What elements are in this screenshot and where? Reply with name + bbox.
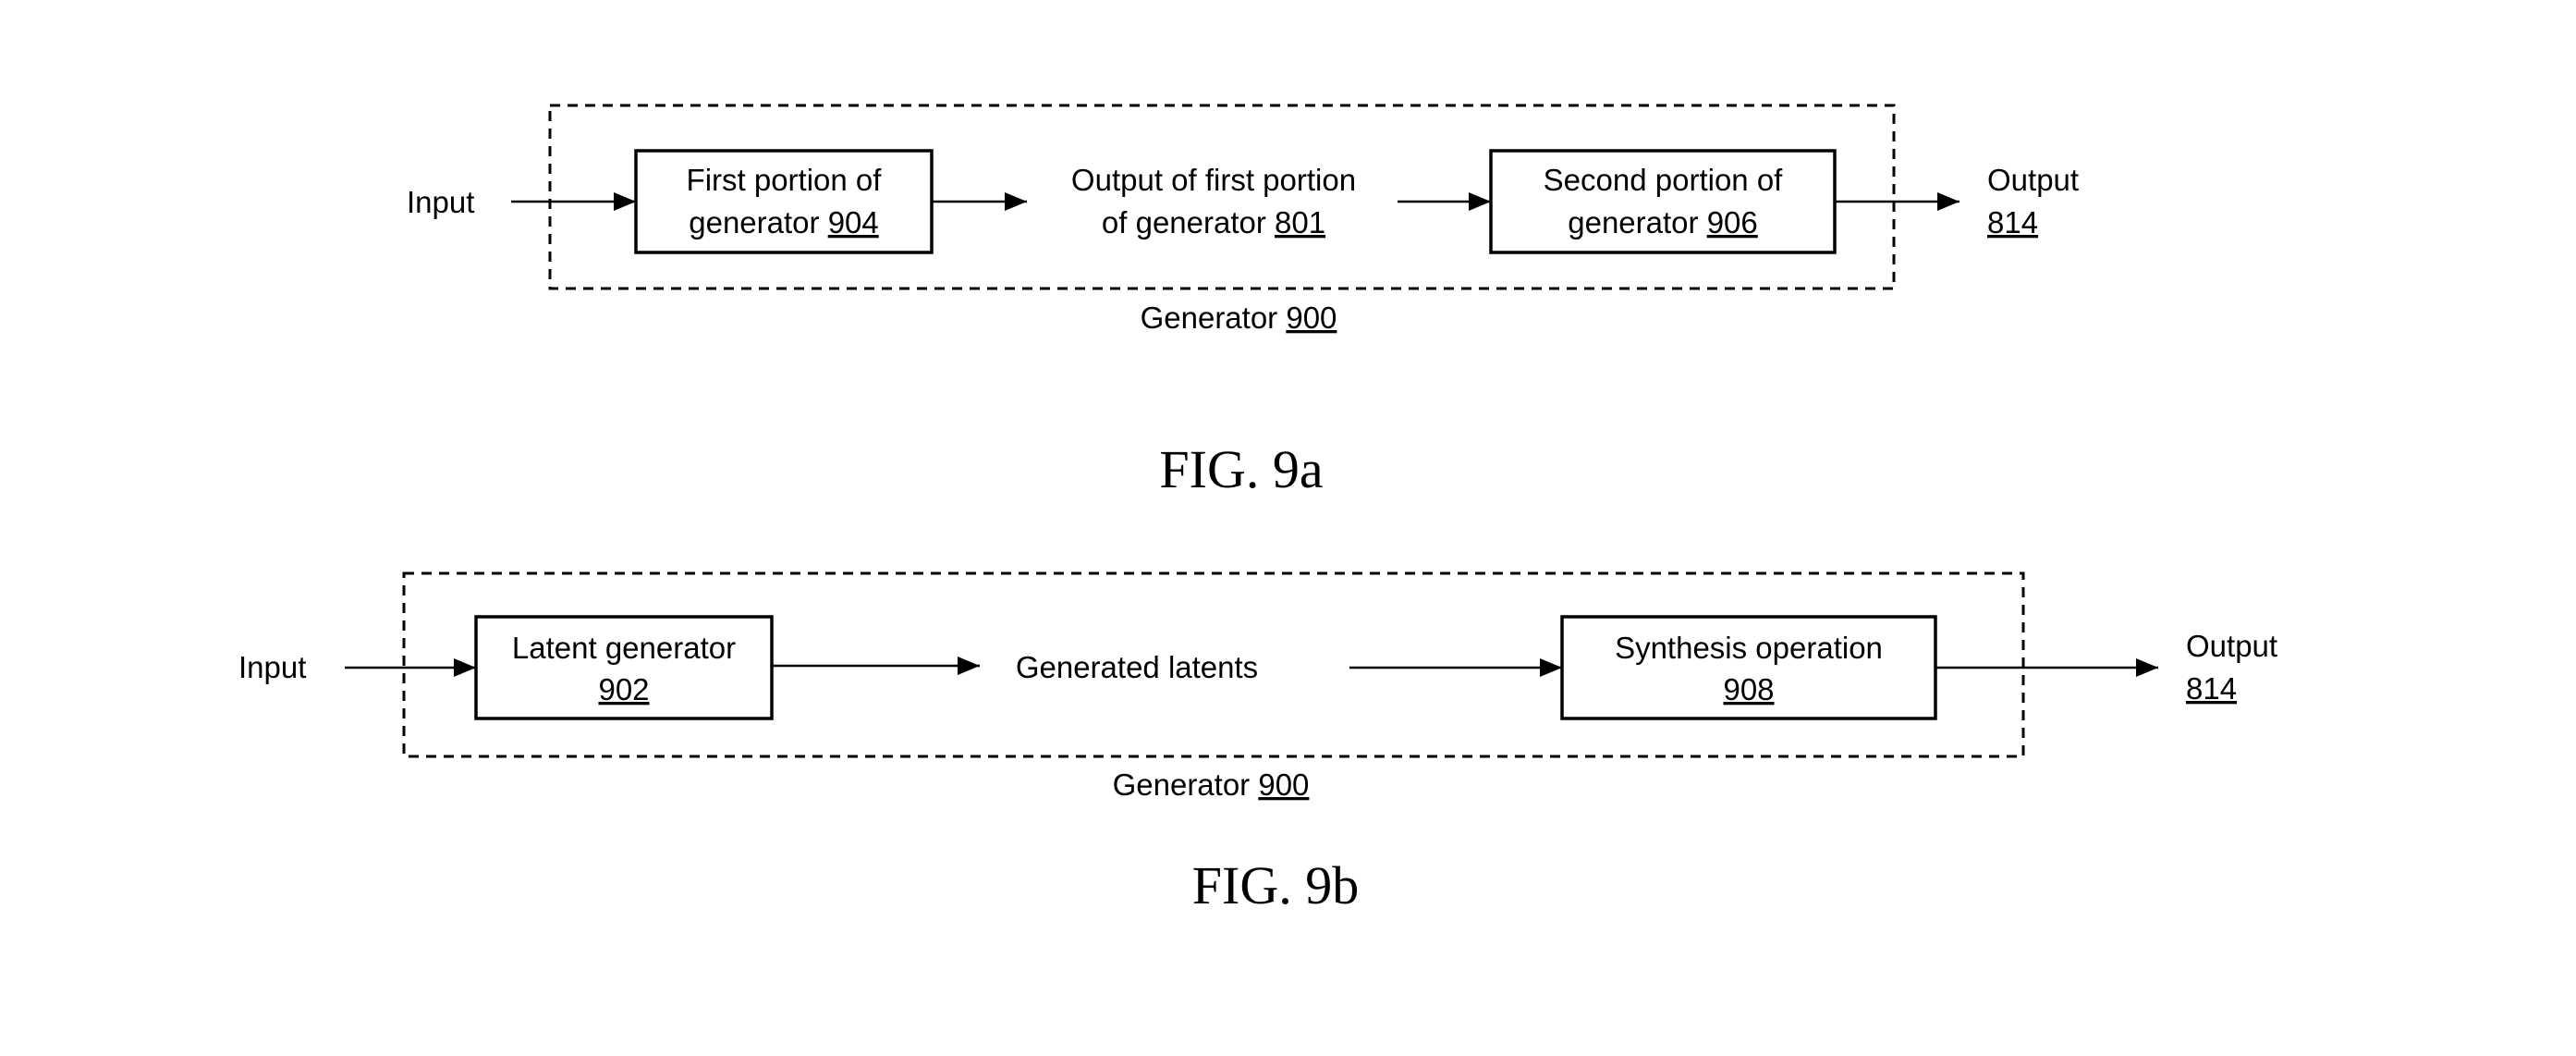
generator-ref-9a: 900 [1286, 301, 1337, 335]
generator-container-9a [548, 104, 1896, 290]
figure-caption-9a: FIG. 9a [1159, 439, 1323, 499]
second-portion-label-line1: Second portion of [1544, 163, 1784, 197]
final-output-ref-9b: 814 [2186, 671, 2237, 706]
synthesis-operation-box [1560, 615, 1937, 720]
latent-generator-box [474, 615, 774, 720]
latent-generator-label: Latent generator [512, 631, 736, 665]
figure-caption-9b: FIG. 9b [1192, 855, 1359, 915]
fig-9b: Input Latent generator 902 Generated lat… [238, 571, 2277, 915]
generator-container-9b [402, 571, 2025, 758]
final-output-ref-9a: 814 [1987, 205, 2038, 239]
generator-label-9a: Generator 900 [1141, 301, 1337, 335]
fig-9a: Input First portion of generator 904 Out… [407, 104, 2079, 499]
synthesis-operation-label: Synthesis operation [1615, 631, 1883, 665]
final-output-label-9a: Output [1987, 163, 2079, 197]
second-portion-ref: 906 [1707, 205, 1758, 239]
latent-generator-ref: 902 [598, 672, 649, 706]
first-portion-output-line2: of generator 801 [1102, 205, 1325, 239]
first-portion-label-line1: First portion of [687, 163, 883, 197]
input-label-9b: Input [238, 650, 306, 684]
generator-label-9b: Generator 900 [1113, 767, 1310, 802]
first-portion-output-ref: 801 [1275, 205, 1325, 239]
input-label-9a: Input [407, 185, 474, 219]
generator-ref-9b: 900 [1258, 767, 1309, 802]
synthesis-operation-ref: 908 [1723, 672, 1774, 706]
first-portion-label-line2: generator 904 [689, 205, 879, 239]
generated-latents-label: Generated latents [1016, 650, 1258, 684]
first-portion-ref: 904 [828, 205, 879, 239]
final-output-label-9b: Output [2186, 629, 2277, 663]
second-portion-label-line2: generator 906 [1568, 205, 1758, 239]
second-portion-box [1489, 149, 1837, 254]
first-portion-output-line1: Output of first portion [1071, 163, 1356, 197]
